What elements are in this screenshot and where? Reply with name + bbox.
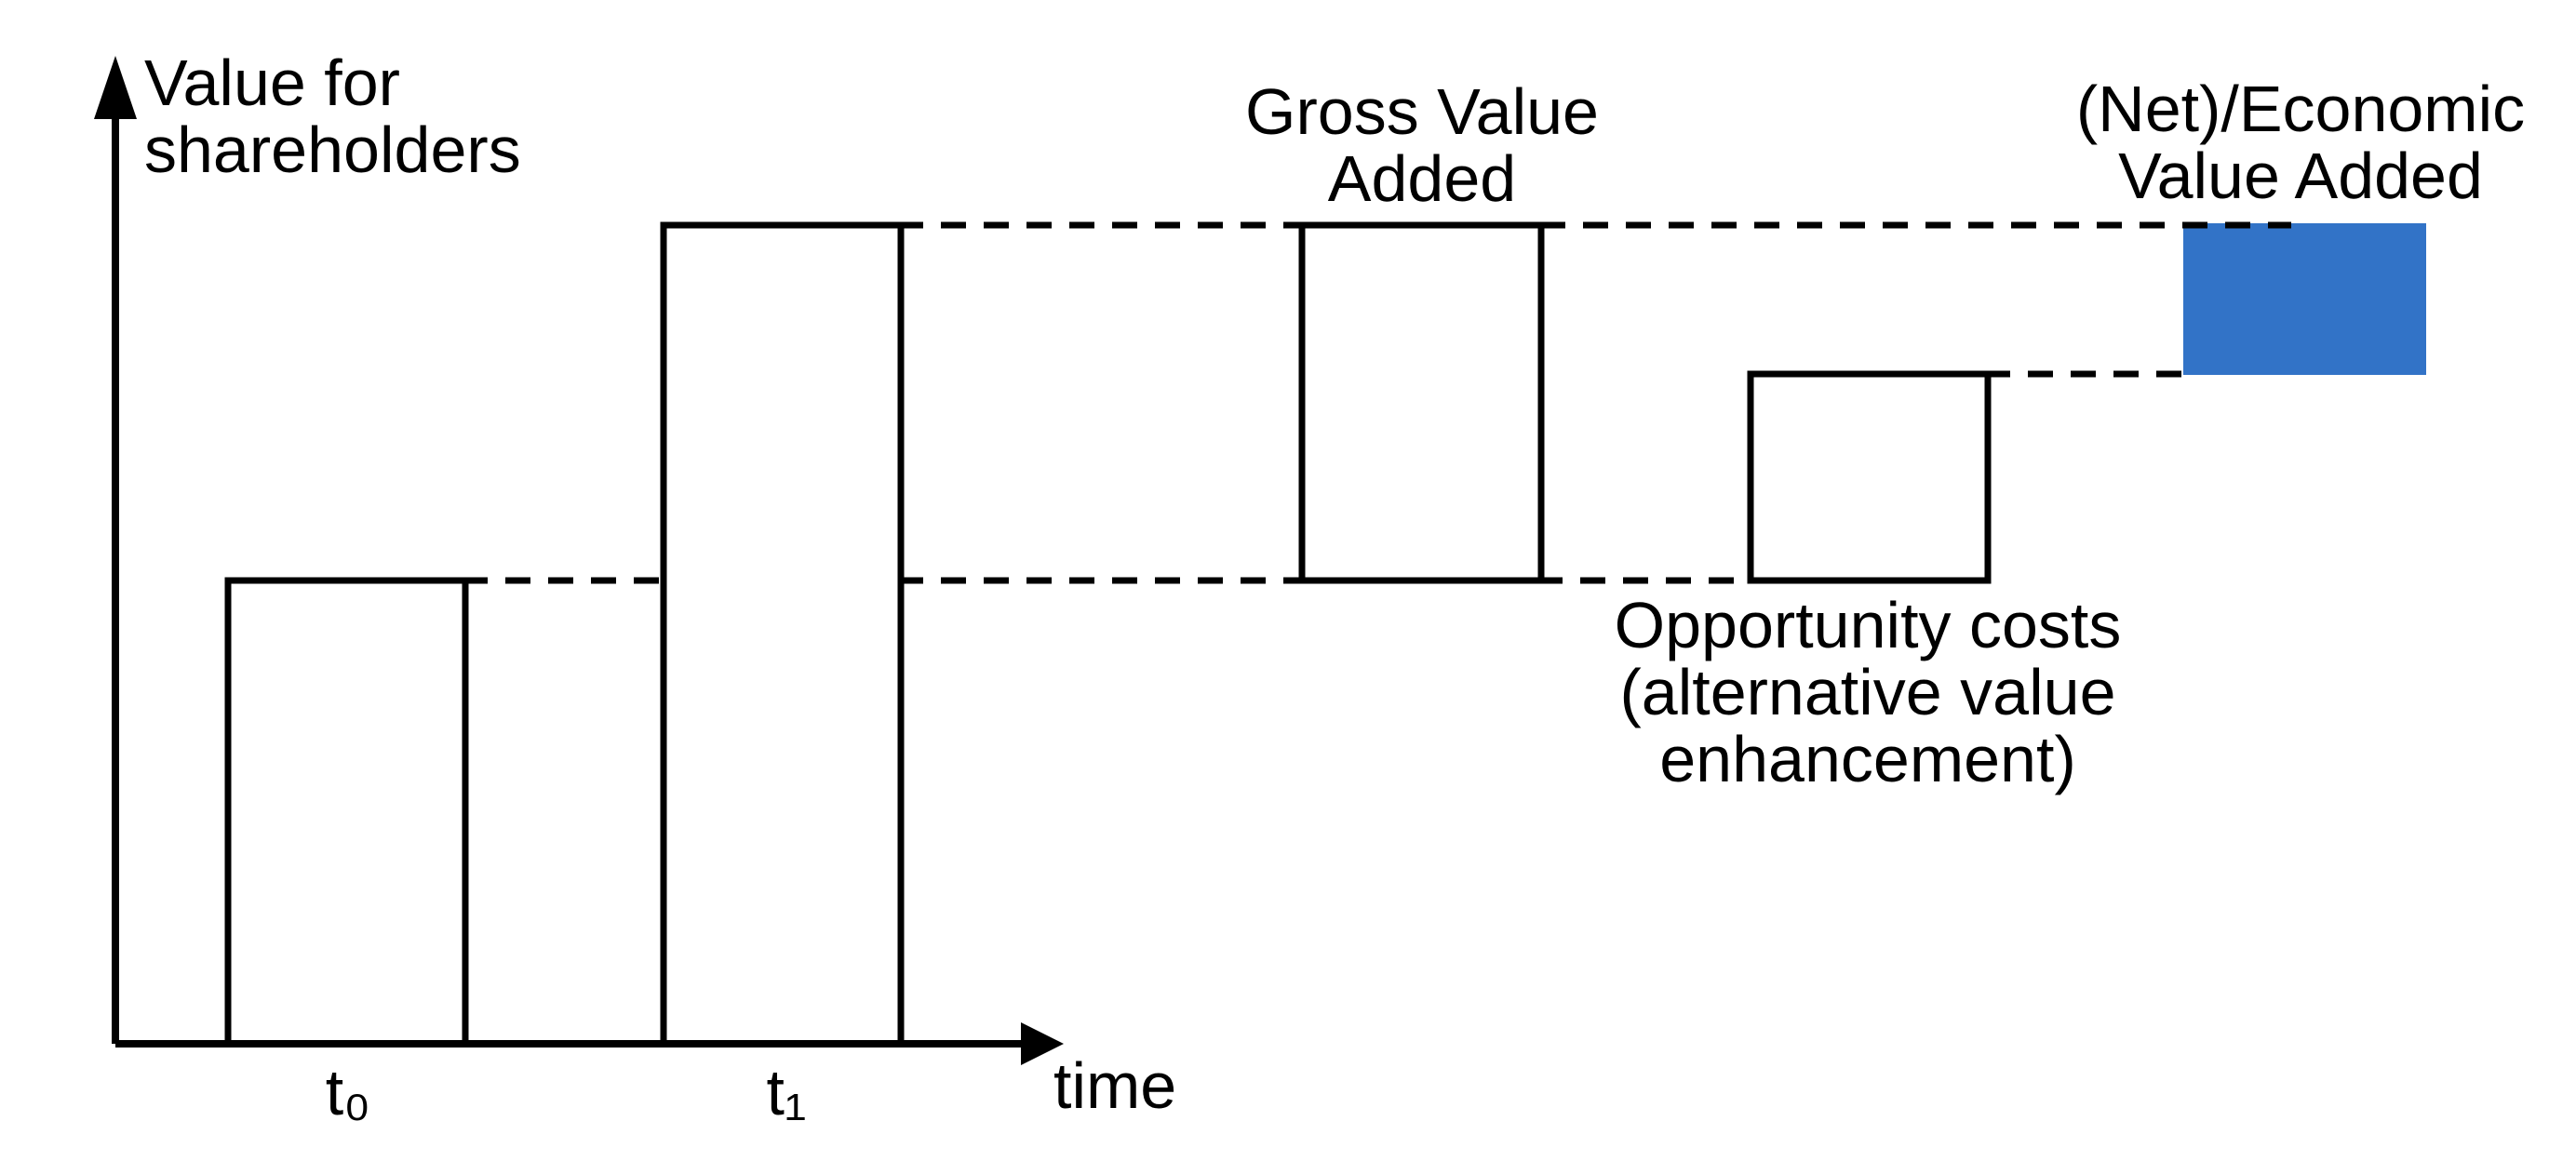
t1-bar (660, 221, 905, 1048)
eva-box (2183, 223, 2426, 375)
opportunity-box (1747, 370, 1992, 584)
y-axis-arrow-icon (94, 56, 137, 119)
t0-bar (224, 577, 469, 1048)
gross-value-box (1298, 221, 1545, 584)
opportunity-costs-label: Opportunity costs (alternative value enh… (1614, 589, 2122, 795)
gross-value-label: Gross Value Added (1245, 75, 1599, 215)
y-axis-label: Value for shareholders (144, 47, 521, 186)
t1-tick-label: t₁ (766, 1056, 807, 1128)
x-axis-label: time (1053, 1049, 1177, 1122)
x-axis-arrow-icon (1021, 1022, 1064, 1065)
t0-tick-label: t₀ (325, 1056, 371, 1128)
eva-label: (Net)/Economic Value Added (2075, 73, 2526, 212)
